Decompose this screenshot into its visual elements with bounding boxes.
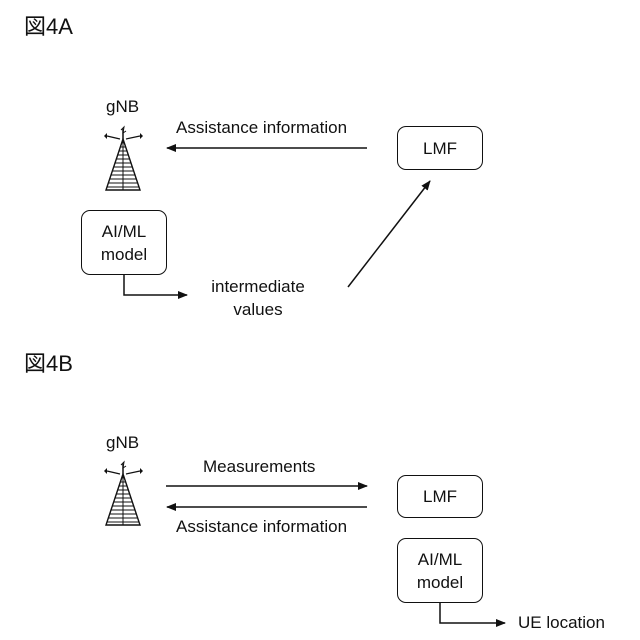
intermediate-line2: values — [208, 298, 308, 321]
gnb-label-4b: gNB — [106, 433, 139, 453]
cell-tower-icon — [104, 462, 143, 525]
lmf-box-4b: LMF — [397, 475, 483, 518]
intermediate-line1: intermediate — [208, 275, 308, 298]
model-output-arrow-4b — [440, 603, 505, 623]
cell-tower-icon — [104, 127, 143, 190]
lmf-label-4b: LMF — [423, 485, 457, 508]
model-line1-4b: AI/ML — [417, 548, 463, 571]
model-output-arrow-4a — [124, 274, 187, 295]
model-line1-4a: AI/ML — [101, 220, 147, 243]
assistance-label-4a: Assistance information — [176, 118, 347, 138]
lmf-box-4a: LMF — [397, 126, 483, 170]
ai-ml-model-box-4a: AI/ML model — [81, 210, 167, 275]
ai-ml-model-box-4b: AI/ML model — [397, 538, 483, 603]
measurements-label-4b: Measurements — [203, 457, 315, 477]
intermediate-values-label: intermediate values — [208, 275, 308, 321]
model-line2-4a: model — [101, 243, 147, 266]
ue-location-label: UE location — [518, 613, 605, 633]
intermediate-to-lmf-arrow — [348, 181, 430, 287]
model-line2-4b: model — [417, 571, 463, 594]
assistance-label-4b: Assistance information — [176, 517, 347, 537]
lmf-label-4a: LMF — [423, 137, 457, 160]
figure-4b-label: 図4B — [24, 346, 73, 378]
